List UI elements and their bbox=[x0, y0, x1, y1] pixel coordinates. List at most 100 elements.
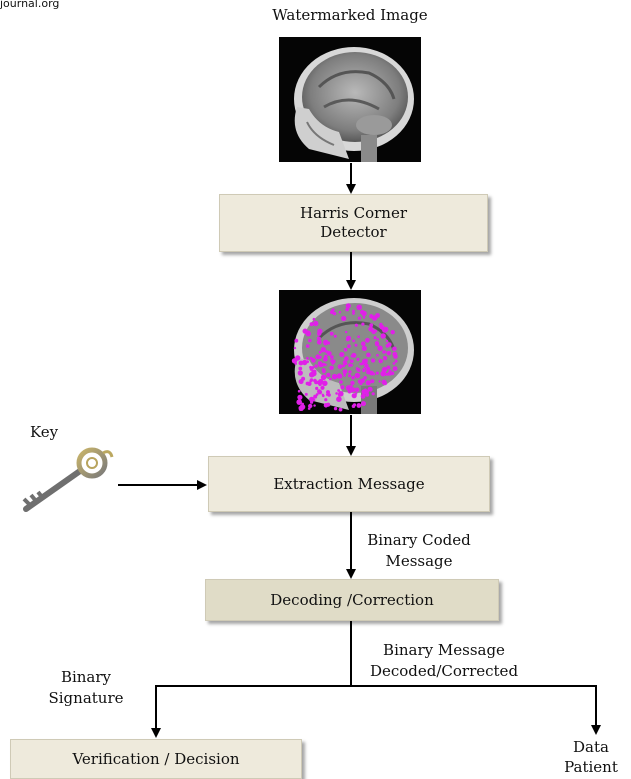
corner-point bbox=[361, 341, 366, 346]
corner-point bbox=[348, 374, 352, 378]
corner-point bbox=[296, 399, 302, 405]
corner-point bbox=[343, 371, 346, 375]
corner-point bbox=[307, 381, 312, 386]
corner-point bbox=[366, 352, 371, 358]
corner-point bbox=[342, 360, 347, 365]
binary-message-line1: Binary Message bbox=[383, 641, 505, 659]
corner-point bbox=[387, 371, 392, 376]
corner-point bbox=[356, 403, 362, 408]
corner-point bbox=[394, 359, 398, 363]
corner-point bbox=[376, 338, 379, 341]
corner-point bbox=[351, 375, 355, 380]
corner-point bbox=[386, 365, 391, 370]
harris-corner-detector-box: Harris Corner Detector bbox=[219, 194, 488, 252]
data-patient-line1: Data bbox=[573, 738, 609, 756]
extraction-message-box: Extraction Message bbox=[208, 456, 490, 512]
corner-point bbox=[354, 387, 360, 393]
corner-point bbox=[375, 313, 380, 318]
corner-point bbox=[376, 353, 379, 357]
corner-point bbox=[329, 377, 332, 381]
corner-point bbox=[305, 344, 310, 348]
corner-point bbox=[325, 393, 329, 396]
harris-label-line2: Detector bbox=[320, 223, 387, 241]
corner-point bbox=[356, 357, 360, 361]
corner-point bbox=[339, 380, 343, 384]
corner-point bbox=[311, 374, 314, 377]
corner-point bbox=[388, 369, 392, 373]
corner-point bbox=[311, 358, 316, 363]
corner-point bbox=[393, 354, 398, 359]
corner-point bbox=[294, 362, 297, 365]
corner-point bbox=[333, 334, 337, 338]
corner-point bbox=[385, 339, 389, 343]
corner-point bbox=[378, 380, 381, 383]
verification-decision-box: Verification / Decision bbox=[10, 739, 302, 779]
corner-point bbox=[317, 389, 323, 395]
mri-original-icon bbox=[279, 37, 421, 162]
corner-point bbox=[324, 398, 328, 402]
watermarked-image-label: Watermarked Image bbox=[272, 6, 428, 24]
corner-point bbox=[361, 345, 367, 351]
corner-point bbox=[393, 366, 397, 370]
corner-point bbox=[382, 350, 386, 354]
mri-corners-image bbox=[279, 290, 421, 414]
corner-point bbox=[392, 362, 396, 365]
corner-point bbox=[309, 379, 313, 383]
decoding-correction-box: Decoding /Correction bbox=[205, 579, 499, 621]
corner-point bbox=[320, 374, 327, 381]
corner-point bbox=[346, 335, 352, 341]
corner-point bbox=[378, 358, 383, 364]
corner-point bbox=[309, 322, 314, 327]
corner-point bbox=[316, 339, 322, 345]
corner-point bbox=[320, 385, 325, 390]
corner-point bbox=[330, 310, 334, 315]
corner-point bbox=[357, 335, 360, 338]
corner-point bbox=[369, 314, 374, 319]
corner-point bbox=[360, 393, 366, 399]
corner-point bbox=[350, 380, 355, 386]
corner-point bbox=[383, 356, 387, 360]
binary-coded-message-label: Binary Coded Message bbox=[364, 530, 474, 572]
corner-point bbox=[343, 347, 348, 352]
corner-point bbox=[340, 385, 345, 390]
corner-point bbox=[313, 320, 319, 327]
corner-point bbox=[315, 386, 319, 390]
corner-point bbox=[337, 389, 340, 392]
corner-point bbox=[356, 304, 362, 311]
corner-point bbox=[307, 407, 311, 410]
corner-point bbox=[345, 307, 350, 312]
header-site-fragment: journal.org bbox=[0, 0, 60, 10]
corner-point bbox=[294, 338, 299, 343]
corner-point bbox=[374, 341, 379, 346]
corner-point bbox=[330, 355, 334, 359]
corner-point bbox=[314, 364, 318, 368]
corner-point bbox=[354, 372, 361, 379]
corner-point bbox=[352, 312, 355, 315]
corner-point bbox=[322, 394, 325, 398]
corner-point bbox=[329, 331, 334, 336]
corner-point bbox=[331, 373, 338, 380]
corner-point bbox=[361, 401, 366, 407]
corner-point bbox=[355, 392, 358, 395]
corner-point bbox=[326, 351, 332, 356]
corner-point bbox=[361, 362, 365, 366]
corner-point bbox=[315, 393, 319, 396]
corner-point bbox=[347, 389, 352, 394]
corner-point bbox=[297, 394, 303, 400]
corner-point bbox=[322, 380, 328, 387]
mri-original-image bbox=[279, 37, 421, 162]
corner-point bbox=[323, 403, 329, 408]
corner-point bbox=[297, 370, 303, 376]
corner-point bbox=[326, 341, 331, 345]
corner-point bbox=[381, 379, 387, 385]
data-patient-label: Data Patient bbox=[556, 737, 626, 777]
corner-point bbox=[381, 370, 387, 375]
key-label: Key bbox=[30, 423, 59, 441]
corner-point bbox=[326, 372, 331, 378]
key-icon bbox=[22, 447, 114, 512]
corner-point bbox=[311, 366, 315, 369]
harris-label-line1: Harris Corner bbox=[299, 204, 407, 222]
corner-point bbox=[369, 323, 374, 328]
binary-signature-label: Binary Signature bbox=[46, 667, 126, 709]
corner-point bbox=[392, 346, 397, 352]
